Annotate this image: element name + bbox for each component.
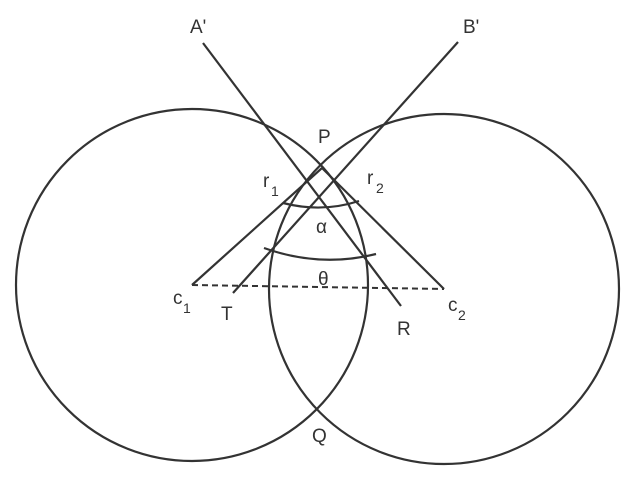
theta-arc	[263, 246, 377, 261]
line-b-prime-t	[232, 41, 459, 294]
label-c2-sub: 2	[458, 307, 466, 323]
label-r1: r	[263, 171, 270, 192]
radius-r2	[321, 167, 445, 290]
label-p: P	[318, 127, 331, 148]
label-b-prime: B'	[463, 17, 479, 38]
label-r2: r	[367, 168, 374, 189]
label-alpha: α	[316, 217, 327, 238]
label-c1-sub: 1	[183, 300, 191, 316]
label-c1: c	[173, 288, 183, 309]
label-c2: c	[448, 295, 458, 316]
label-theta: θ	[318, 269, 329, 290]
label-r1-sub: 1	[271, 183, 279, 199]
center-line	[191, 284, 445, 290]
alpha-arc	[282, 199, 360, 209]
label-q: Q	[312, 426, 327, 447]
circle-1	[14, 107, 370, 463]
label-t: T	[221, 304, 233, 325]
line-a-prime-r	[202, 42, 402, 307]
radius-r1	[191, 167, 323, 286]
label-r: R	[397, 319, 411, 340]
label-a-prime: A'	[190, 17, 206, 38]
circle-2	[267, 112, 621, 466]
label-r2-sub: 2	[376, 180, 384, 196]
